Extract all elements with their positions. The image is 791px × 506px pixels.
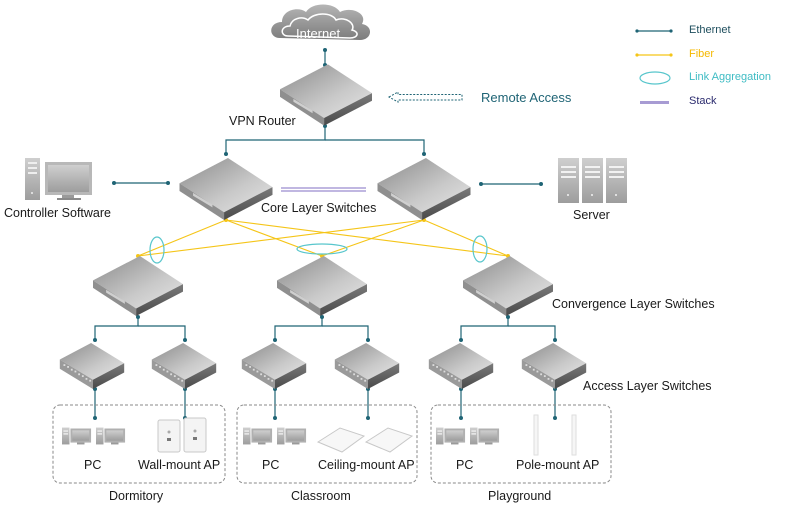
server-rack-icon: [558, 158, 627, 203]
access-switch-icon: [59, 343, 125, 389]
dormitory-ap-label: Wall-mount AP: [138, 458, 221, 472]
core-layer-label: Core Layer Switches: [261, 201, 377, 215]
legend-link-aggregation-icon: [639, 71, 671, 85]
access-switch-icon: [428, 343, 494, 389]
classroom-zone-label: Classroom: [291, 489, 351, 503]
legend-fiber-label: Fiber: [689, 48, 715, 60]
access-layer-label: Access Layer Switches: [583, 379, 712, 393]
pc-icon: [62, 427, 92, 445]
access-switch-icon: [241, 343, 307, 389]
classroom-pc-label: PC: [262, 458, 280, 472]
zone-box-playground: [430, 404, 612, 484]
remote-access-label: Remote Access: [481, 90, 572, 105]
convergence-layer-label: Convergence Layer Switches: [552, 297, 715, 311]
wall-mount-ap-icon: [157, 417, 207, 453]
internet-label: Internet: [296, 26, 340, 41]
pc-icon: [96, 427, 126, 445]
legend: [635, 29, 673, 104]
zone-boxes: [52, 404, 612, 484]
playground-zone-label: Playground: [488, 489, 552, 503]
pole-mount-ap-icon: [533, 414, 577, 456]
legend-stack-label: Stack: [689, 95, 717, 107]
pc-icon: [277, 427, 307, 445]
access-switch-icon: [151, 343, 217, 389]
pc-icon: [243, 427, 273, 445]
convergence-switch-icon: [93, 256, 183, 316]
playground-ap-label: Pole-mount AP: [516, 458, 600, 472]
legend-stack-icon: [640, 101, 669, 104]
convergence-switch-icon: [277, 256, 367, 316]
desktop-computer-icon: [25, 158, 92, 200]
legend-ethernet-label: Ethernet: [689, 24, 731, 36]
legend-fiber-icon: [635, 53, 673, 57]
legend-ethernet-icon: [635, 29, 673, 33]
connections: [93, 48, 557, 420]
access-switch-icon: [521, 343, 587, 389]
pc-icon: [470, 427, 500, 445]
core-switch-left-icon: [179, 158, 273, 220]
ceiling-mount-ap-icon: [316, 427, 414, 453]
vpn-router-label: VPN Router: [229, 114, 296, 128]
dormitory-pc-label: PC: [84, 458, 102, 472]
classroom-ap-label: Ceiling-mount AP: [318, 458, 415, 472]
server-label: Server: [573, 208, 610, 222]
zone-box-dormitory: [52, 404, 226, 484]
access-switch-icon: [334, 343, 400, 389]
dormitory-zone-label: Dormitory: [109, 489, 164, 503]
controller-software-label: Controller Software: [4, 206, 111, 220]
cloud-icon: Internet: [271, 4, 371, 41]
dashed-arrow-left-icon: [387, 91, 463, 103]
legend-link-aggregation-label: Link Aggregation: [689, 71, 771, 83]
playground-pc-label: PC: [456, 458, 474, 472]
convergence-switch-icon: [463, 256, 553, 316]
core-switch-right-icon: [377, 158, 471, 220]
pc-icon: [436, 427, 466, 445]
zone-box-classroom: [236, 404, 418, 484]
